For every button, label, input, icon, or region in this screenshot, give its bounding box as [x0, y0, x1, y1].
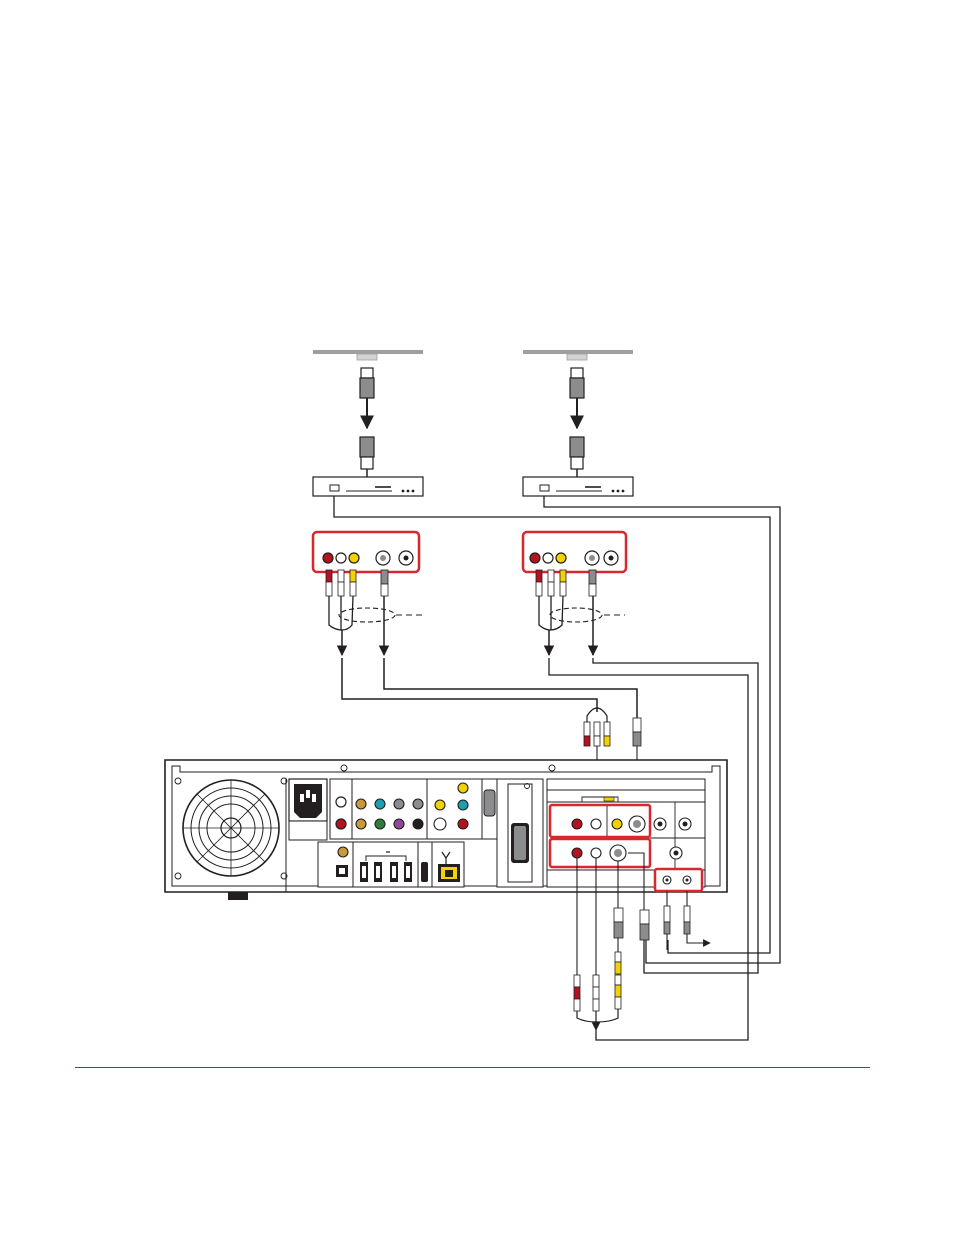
fan-grille-icon	[183, 780, 279, 876]
av-cable-bundle-2	[536, 570, 625, 655]
coax-cable-2	[570, 368, 584, 477]
ir-plugs	[664, 891, 710, 950]
av-output-panel-2	[523, 532, 626, 572]
cable-wall-outlet-1	[313, 350, 423, 360]
av-cable-bundle-1	[326, 570, 423, 655]
pc-back-panel	[165, 760, 727, 900]
power-socket-icon	[289, 779, 327, 821]
page-divider	[75, 1067, 870, 1068]
ethernet-port-icon	[438, 864, 460, 882]
coax-cable-1	[360, 368, 374, 477]
ir-blaster-jacks	[655, 869, 702, 891]
av-output-panel-1	[313, 532, 419, 572]
set-top-box-1	[313, 477, 423, 496]
cable-wall-outlet-2	[523, 350, 633, 360]
set-top-box-2	[523, 477, 633, 496]
